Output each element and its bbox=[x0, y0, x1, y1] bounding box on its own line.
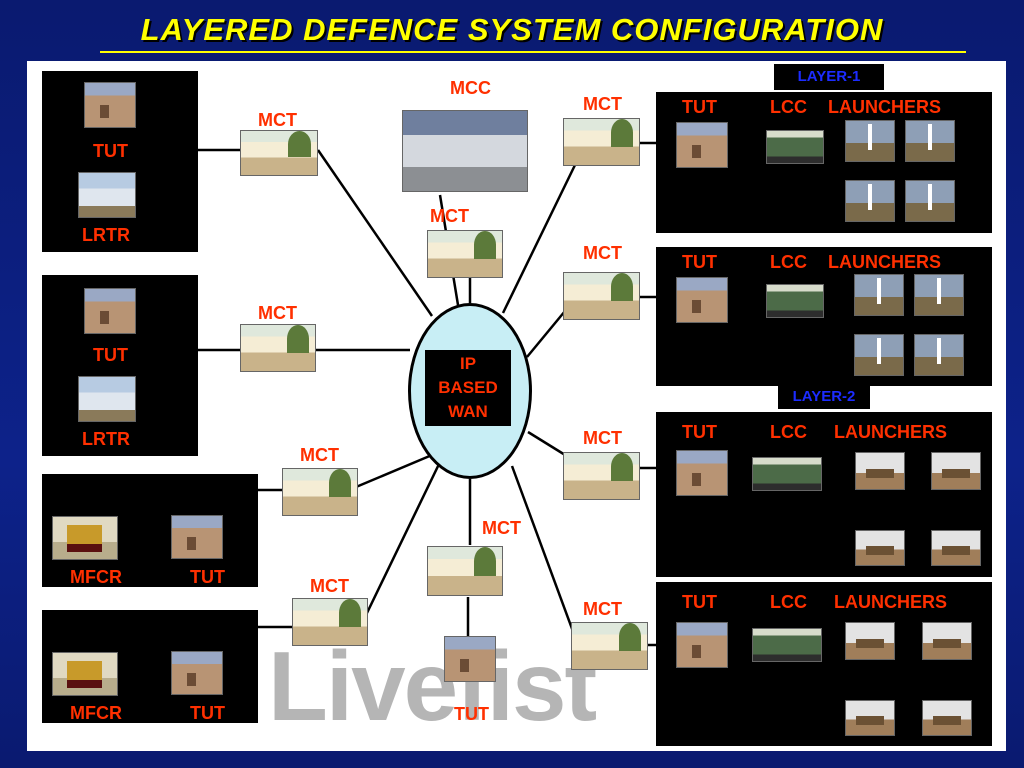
tut-label: TUT bbox=[93, 345, 128, 365]
tut-label: TUT bbox=[682, 97, 717, 117]
tut-image bbox=[171, 651, 223, 695]
tut-image bbox=[676, 450, 728, 496]
link-mctr4-wan bbox=[510, 465, 580, 646]
launcher-image bbox=[905, 180, 955, 222]
mct-image bbox=[292, 598, 368, 646]
mct-image bbox=[563, 452, 640, 500]
lcc-image bbox=[766, 130, 824, 164]
lrtr-label: LRTR bbox=[82, 225, 130, 245]
lcc-image bbox=[752, 457, 822, 491]
launcher-image bbox=[914, 274, 964, 316]
tut-label: TUT bbox=[682, 592, 717, 612]
slide-title: LAYERED DEFENCE SYSTEM CONFIGURATION bbox=[140, 12, 884, 47]
mct-image bbox=[282, 468, 358, 516]
title-underline bbox=[100, 51, 966, 53]
lcc-label: LCC bbox=[770, 252, 807, 272]
livefist-watermark: Livefist bbox=[268, 631, 597, 741]
tut-label: TUT bbox=[454, 704, 489, 724]
tut-image bbox=[84, 288, 136, 334]
mcc-label: MCC bbox=[450, 78, 491, 98]
mct-label: MCT bbox=[583, 428, 622, 448]
hub-line-3: WAN bbox=[448, 402, 488, 421]
launcher-image bbox=[922, 700, 972, 736]
launcher-image bbox=[845, 180, 895, 222]
launcher-image bbox=[855, 530, 905, 566]
tut-label: TUT bbox=[190, 567, 225, 587]
lcc-label: LCC bbox=[770, 97, 807, 117]
mct-label: MCT bbox=[583, 94, 622, 114]
link-mct4-wan bbox=[364, 461, 442, 616]
lcc-image bbox=[752, 628, 822, 662]
mct-label: MCT bbox=[583, 243, 622, 263]
mct-image bbox=[427, 230, 503, 278]
mct-label: MCT bbox=[430, 206, 469, 226]
tut-image bbox=[676, 277, 728, 323]
lrtr-label: LRTR bbox=[82, 429, 130, 449]
launchers-label: LAUNCHERS bbox=[834, 422, 948, 442]
link-mct1-wan bbox=[316, 149, 434, 317]
mfcr-image bbox=[52, 516, 118, 560]
launcher-image bbox=[845, 700, 895, 736]
ip-wan-label: IP BASED WAN bbox=[425, 350, 511, 426]
launcher-image bbox=[845, 622, 895, 660]
lrtr-image bbox=[78, 376, 136, 422]
link-mctr1-wan bbox=[501, 164, 577, 314]
launchers-label: LAUNCHERS bbox=[834, 592, 948, 612]
layer-1-tag: LAYER-1 bbox=[774, 64, 884, 90]
hub-line-2: BASED bbox=[438, 378, 498, 397]
mct-image bbox=[571, 622, 648, 670]
tut-label: TUT bbox=[682, 422, 717, 442]
mct-label: MCT bbox=[300, 445, 339, 465]
tut-label: TUT bbox=[682, 252, 717, 272]
launcher-image bbox=[922, 622, 972, 660]
mct-label: MCT bbox=[310, 576, 349, 596]
launcher-image bbox=[931, 452, 981, 490]
tut-image bbox=[171, 515, 223, 559]
mct-image bbox=[563, 118, 640, 166]
mct-image bbox=[240, 130, 318, 176]
tut-label: TUT bbox=[190, 703, 225, 723]
tut-image bbox=[84, 82, 136, 128]
launcher-image bbox=[845, 120, 895, 162]
lrtr-image bbox=[78, 172, 136, 218]
link-mctr2-wan bbox=[526, 304, 571, 358]
mct-image bbox=[427, 546, 503, 596]
tut-image bbox=[676, 622, 728, 668]
launchers-label: LAUNCHERS bbox=[828, 252, 942, 272]
layer-2-tag: LAYER-2 bbox=[778, 385, 870, 409]
mfcr-label: MFCR bbox=[70, 567, 122, 587]
mfcr-image bbox=[52, 652, 118, 696]
launcher-image bbox=[931, 530, 981, 566]
tut-image bbox=[676, 122, 728, 168]
mct-image bbox=[240, 324, 316, 372]
launcher-image bbox=[905, 120, 955, 162]
mct-image bbox=[563, 272, 640, 320]
mct-label: MCT bbox=[583, 599, 622, 619]
launcher-image bbox=[914, 334, 964, 376]
mcc-image bbox=[402, 110, 528, 192]
launcher-image bbox=[854, 334, 904, 376]
mfcr-label: MFCR bbox=[70, 703, 122, 723]
mct-label: MCT bbox=[258, 110, 297, 130]
mct-label: MCT bbox=[482, 518, 521, 538]
mct-label: MCT bbox=[258, 303, 297, 323]
lcc-image bbox=[766, 284, 824, 318]
link-mct3-wan bbox=[355, 453, 433, 489]
lcc-label: LCC bbox=[770, 592, 807, 612]
lcc-label: LCC bbox=[770, 422, 807, 442]
tut-label: TUT bbox=[93, 141, 128, 161]
launcher-image bbox=[854, 274, 904, 316]
tut-image bbox=[444, 636, 496, 682]
hub-line-1: IP bbox=[459, 354, 477, 373]
launchers-label: LAUNCHERS bbox=[828, 97, 942, 117]
launcher-image bbox=[855, 452, 905, 490]
